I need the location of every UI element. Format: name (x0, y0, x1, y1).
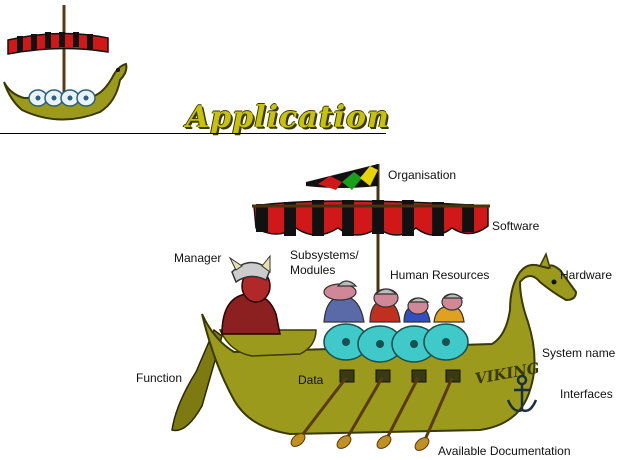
flag-icon (306, 164, 378, 190)
label-data: Data (298, 373, 324, 387)
label-organisation: Organisation (388, 168, 457, 182)
page-title: Application (186, 100, 390, 135)
human-resources-rowers-icon (323, 280, 465, 323)
label-interfaces: Interfaces (560, 387, 613, 401)
label-hardware: Hardware (560, 268, 613, 282)
steering-oar-icon (171, 328, 223, 432)
label-human-resources: Human Resources (390, 268, 490, 282)
label-available-documentation: Available Documentation (438, 444, 571, 458)
label-system-name: System name (542, 346, 616, 360)
viking-ship-logo-icon (3, 5, 128, 121)
label-subsystems-line2: Modules (290, 263, 336, 277)
subsystem-boat (218, 329, 317, 357)
title-underline (0, 133, 386, 134)
manager-viking-icon (221, 254, 281, 335)
label-manager: Manager (174, 251, 222, 265)
label-software: Software (492, 219, 540, 233)
anchor-icon (506, 374, 538, 413)
label-subsystems-line1: Subsystems/ (290, 248, 359, 262)
oars-icon (290, 377, 454, 451)
label-function: Function (136, 371, 183, 385)
sail-icon (252, 200, 490, 236)
